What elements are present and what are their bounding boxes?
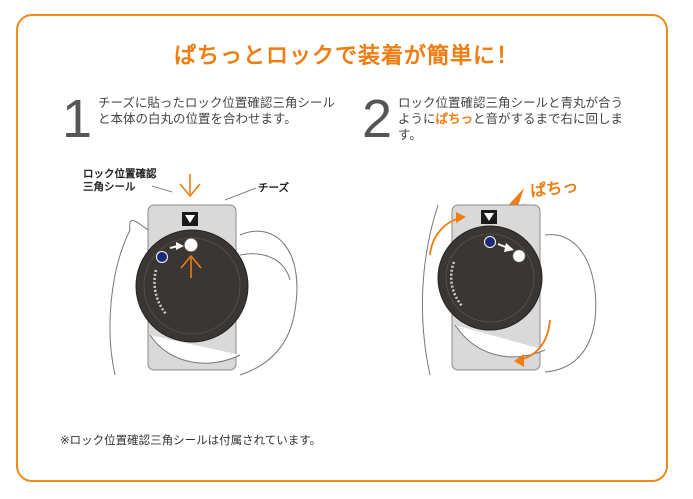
step-2-text: ロック位置確認三角シールと青丸が合うようにぱちっと音がするまで右に回します。: [398, 95, 634, 143]
step-2-illustration: [421, 188, 597, 376]
cheese-label: チーズ: [258, 182, 289, 194]
step-2-text-after: と音がするまで右に回します。: [398, 111, 624, 142]
blue-dot-icon: [484, 236, 496, 248]
step-2-text-highlight: ぱちっ: [435, 111, 474, 126]
step-1-text: チーズに貼ったロック位置確認三角シールと本体の白丸の位置を合わせます。: [98, 95, 335, 126]
content-frame: [16, 14, 668, 482]
up-arrow-icon: [180, 254, 202, 278]
sticker-label-line1: ロック位置確認: [83, 168, 157, 180]
step-2-text-before: ロック位置確認三角シールと青丸が合うように: [398, 95, 624, 126]
down-triangle-sticker-icon: [481, 210, 497, 224]
step-1-illustration: [109, 174, 298, 376]
page-title: ぱちっとロックで装着が簡単に！: [173, 44, 519, 69]
sticker-label-line2: 三角シール: [83, 181, 136, 193]
white-dot-icon: [184, 238, 198, 252]
step-2-number: 2: [362, 89, 393, 149]
blue-dot-icon: [156, 251, 168, 263]
down-triangle-sticker-icon: [182, 212, 198, 226]
footnote: ※ロック位置確認三角シールは付属されています。: [60, 433, 322, 447]
rotate-arrow-icon: [429, 212, 551, 367]
down-arrow-icon: [179, 174, 201, 198]
white-dot-icon: [512, 249, 526, 263]
step-1-number: 1: [62, 89, 93, 149]
